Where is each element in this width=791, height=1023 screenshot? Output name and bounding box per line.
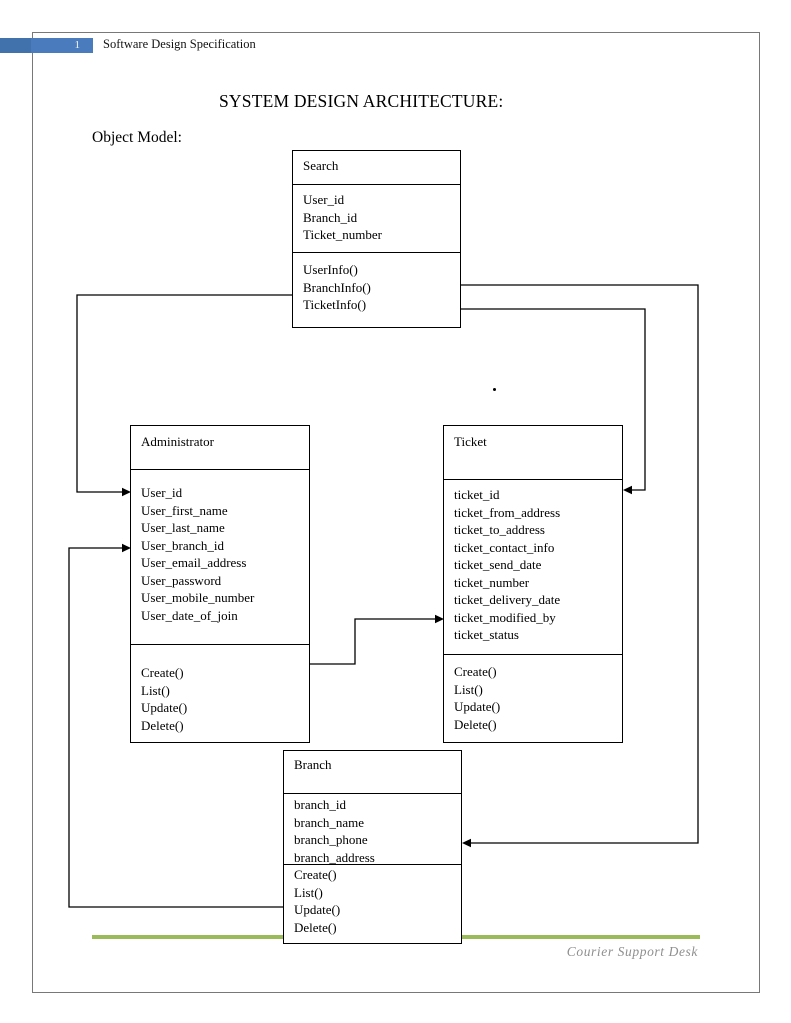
- class-method: List(): [454, 681, 483, 697]
- class-method: Update(): [294, 902, 341, 917]
- class-attribute: Ticket_number: [303, 227, 382, 242]
- class-attribute: ticket_status: [454, 627, 519, 642]
- class-method: Update(): [141, 700, 188, 715]
- document-title: Software Design Specification: [103, 37, 256, 51]
- class-attribute: ticket_to_address: [454, 522, 545, 537]
- class-methods-section: Create() List() Update() Delete(): [284, 864, 461, 943]
- object-model-label: Object Model:: [92, 129, 182, 146]
- class-method: UserInfo(): [303, 262, 358, 277]
- class-method: Delete(): [294, 919, 337, 935]
- class-methods-section: Create() List() Update() Delete(): [444, 654, 622, 742]
- class-attribute: ticket_delivery_date: [454, 592, 561, 607]
- class-method: BranchInfo(): [303, 279, 371, 295]
- header-bar: 1: [0, 38, 93, 53]
- class-attribute: ticket_send_date: [454, 557, 542, 572]
- class-method: TicketInfo(): [303, 297, 367, 312]
- class-method: Create(): [454, 664, 497, 679]
- class-attribute: User_mobile_number: [141, 590, 255, 605]
- class-attribute: User_email_address: [141, 555, 247, 570]
- class-methods-section: UserInfo() BranchInfo() TicketInfo(): [293, 252, 460, 327]
- class-attribute: User_id: [141, 485, 183, 500]
- class-attribute: ticket_contact_info: [454, 539, 555, 555]
- class-attribute: ticket_modified_by: [454, 609, 556, 625]
- class-attribute: User_password: [141, 572, 222, 588]
- class-method: List(): [294, 884, 323, 900]
- class-method: List(): [141, 682, 170, 698]
- class-title: Search: [303, 158, 339, 173]
- class-methods-section: Create() List() Update() Delete(): [131, 644, 309, 742]
- class-attribute: User_date_of_join: [141, 607, 238, 623]
- class-attribute: branch_id: [294, 797, 346, 812]
- class-attribute: branch_phone: [294, 832, 368, 847]
- class-attribute: branch_name: [294, 814, 365, 830]
- class-attribute: User_first_name: [141, 502, 228, 518]
- class-attribute: ticket_number: [454, 574, 530, 590]
- page-border: [32, 32, 760, 993]
- header-bar-cap: [0, 38, 31, 53]
- class-attribute: ticket_from_address: [454, 504, 561, 520]
- footer-brand: Courier Support Desk: [566, 944, 698, 959]
- class-attribute: ticket_id: [454, 487, 500, 502]
- class-title: Ticket: [454, 434, 487, 449]
- class-attribute: Branch_id: [303, 209, 358, 225]
- class-attributes-section: ticket_id ticket_from_address ticket_to_ad…: [444, 479, 622, 654]
- section-heading: SYSTEM DESIGN ARCHITECTURE:: [219, 91, 504, 111]
- class-method: Update(): [454, 699, 501, 714]
- page-number: 1: [74, 39, 81, 51]
- class-attributes-section: branch_id branch_name branch_phone branch_a…: [284, 793, 461, 864]
- class-attribute: User_branch_id: [141, 537, 225, 553]
- class-attribute: User_id: [303, 192, 345, 207]
- class-method: Delete(): [141, 717, 184, 733]
- class-attribute: User_last_name: [141, 520, 225, 535]
- class-title: Administrator: [141, 434, 214, 449]
- class-method: Create(): [294, 867, 337, 882]
- class-method: Delete(): [454, 716, 497, 732]
- class-title: Branch: [294, 757, 332, 772]
- class-method: Create(): [141, 665, 184, 680]
- class-attribute: branch_address: [294, 849, 375, 865]
- stray-dot: [493, 388, 496, 391]
